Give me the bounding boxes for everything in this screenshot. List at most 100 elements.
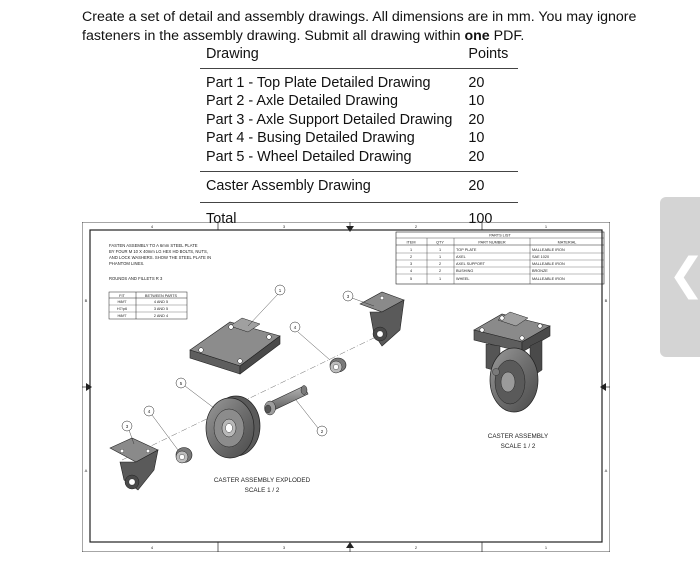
parts-header: QTY (436, 241, 444, 245)
assembly-drawing: Caster Assembly Drawing (200, 171, 459, 203)
row-points: 20 (458, 147, 519, 172)
fit-cell: 3 AND 5 (154, 307, 168, 311)
total-points: 100 (468, 210, 493, 227)
balloon-label: 4 (148, 409, 151, 414)
points-table-header: Drawing Points (200, 44, 519, 69)
bushing-lower (175, 447, 193, 464)
exploded-caption-title: CASTER ASSEMBLY EXPLODED (214, 477, 311, 484)
balloon-label: 2 (321, 429, 324, 434)
balloon-label: 3 (347, 294, 350, 299)
fit-cell: H7/p6 (117, 307, 127, 311)
rounds-note: ROUNDS AND FILLETS R 3 (109, 276, 163, 281)
fit-header: FIT (119, 294, 125, 298)
zone-letters: B A B A (85, 298, 608, 473)
parts-cell: BRONZE (532, 269, 548, 273)
balloon-label: 1 (279, 288, 282, 293)
parts-list: PARTS LIST ITEM QTY PART NUMBER MATERIAL… (395, 231, 605, 285)
exploded-caption-scale: SCALE 1 / 2 (245, 487, 280, 494)
parts-cell: WHEEL (456, 277, 470, 281)
parts-cell: MALLEABLE IRON (532, 248, 565, 252)
parts-cell: 2 (439, 262, 441, 266)
balloon-label: 3 (126, 424, 129, 429)
row-points: 20 (468, 111, 485, 128)
zone-number: 3 (283, 224, 286, 229)
engineering-drawing: 4 3 2 1 4 3 2 1 B A B A FASTEN ASSEMBLY … (82, 222, 610, 552)
fit-cell: 4 AND 5 (154, 300, 168, 304)
axle-support-upper (359, 291, 405, 347)
total-row: Total 100 (200, 202, 518, 228)
points-table: Drawing Points Part 1 - Top Plate Detail… (200, 44, 519, 228)
wheel-part (205, 395, 261, 459)
intro-bold-word: one (464, 28, 490, 44)
row-points: 10 (468, 93, 485, 109)
note-line: AND LOCK WASHERS. SHOW THE STEEL PLATE I… (109, 255, 211, 260)
parts-list-title: PARTS LIST (489, 234, 511, 238)
row-drawing: Part 5 - Wheel Detailed Drawing (200, 147, 459, 172)
balloons: 1 2 3 3 4 4 5 (121, 284, 375, 451)
fit-table: FIT BETWEEN PARTS H8/f7 4 AND 5 H7/p6 3 … (108, 291, 188, 320)
axle-part (264, 385, 309, 416)
row-points: 10 (468, 130, 485, 146)
header-points: Points (458, 44, 519, 69)
note-line: BY FOUR M 10 X 40mm LG HEX HD BOLTS, NUT… (109, 249, 208, 254)
row-drawing: Part 4 - Busing Detailed Drawing (206, 130, 415, 146)
axle-support-lower (109, 437, 159, 491)
zone-numbers-bottom: 4 3 2 1 (151, 545, 548, 550)
table-row: Part 2 - Axle Detailed Drawing 10 (200, 92, 518, 111)
note-line: FASTEN ASSEMBLY TO A 6mm STEEL PLATE (109, 243, 198, 248)
top-plate-part (189, 317, 281, 375)
zone-number: 3 (283, 545, 286, 550)
zone-number: 2 (415, 224, 418, 229)
parts-cell: 4 (410, 269, 412, 273)
zone-letter: B (85, 298, 88, 303)
parts-cell: 3 (410, 262, 412, 266)
parts-cell: SAE 1020 (532, 255, 549, 259)
centering-marks (86, 226, 606, 548)
header-drawing: Drawing (200, 44, 459, 69)
intro-text: Create a set of detail and assembly draw… (82, 8, 642, 46)
assembly-points: 20 (458, 171, 519, 203)
balloon-label: 4 (294, 325, 297, 330)
table-row: Part 4 - Busing Detailed Drawing 10 (200, 129, 518, 148)
parts-cell: AXEL (456, 255, 466, 259)
assembly-row: Caster Assembly Drawing 20 (200, 171, 519, 203)
exploded-axis (121, 333, 383, 461)
parts-header: ITEM (406, 241, 415, 245)
note-line: PHANTOM LINES. (109, 261, 144, 266)
zone-number: 1 (545, 545, 548, 550)
parts-cell: 2 (410, 255, 412, 259)
parts-cell: 1 (439, 277, 441, 281)
fit-cell: H8/f7 (117, 300, 126, 304)
zone-letter: B (605, 298, 608, 303)
zone-numbers-top: 4 3 2 1 (151, 224, 548, 229)
parts-cell: MALLEABLE IRON (532, 262, 565, 266)
chevron-left-icon: ❮ (668, 249, 700, 300)
drawing-notes: FASTEN ASSEMBLY TO A 6mm STEEL PLATE BY … (109, 243, 211, 281)
zone-letter: A (85, 468, 88, 473)
fit-cell: H8/f7 (117, 314, 126, 318)
row-drawing: Part 1 - Top Plate Detailed Drawing (206, 74, 431, 91)
parts-cell: 5 (410, 277, 412, 281)
parts-cell: BUSHING (456, 269, 473, 273)
bushing-upper (329, 357, 347, 374)
table-row: Part 5 - Wheel Detailed Drawing 20 (200, 147, 519, 172)
intro-line1: Create a set of detail and assembly draw… (82, 9, 637, 25)
zone-number: 4 (151, 545, 154, 550)
table-row: Part 3 - Axle Support Detailed Drawing 2… (200, 111, 518, 130)
intro-line2-end: PDF. (489, 28, 525, 44)
total-label: Total (206, 210, 237, 227)
assembly-caption-scale: SCALE 1 / 2 (501, 443, 536, 450)
caster-assembly-view (473, 311, 551, 413)
fit-header: BETWEEN PARTS (145, 294, 178, 298)
parts-header: MATERIAL (558, 241, 577, 245)
parts-cell: MALLEABLE IRON (532, 277, 565, 281)
fit-cell: 2 AND 4 (154, 314, 168, 318)
parts-header: PART NUMBER (478, 241, 505, 245)
balloon-label: 5 (180, 381, 183, 386)
parts-cell: 1 (410, 248, 412, 252)
parts-cell: 1 (439, 248, 441, 252)
table-row: Part 1 - Top Plate Detailed Drawing 20 (200, 68, 518, 92)
zone-letter: A (605, 468, 608, 473)
side-panel-toggle[interactable]: ❮ (660, 197, 700, 357)
parts-cell: AXEL SUPPORT (456, 262, 486, 266)
